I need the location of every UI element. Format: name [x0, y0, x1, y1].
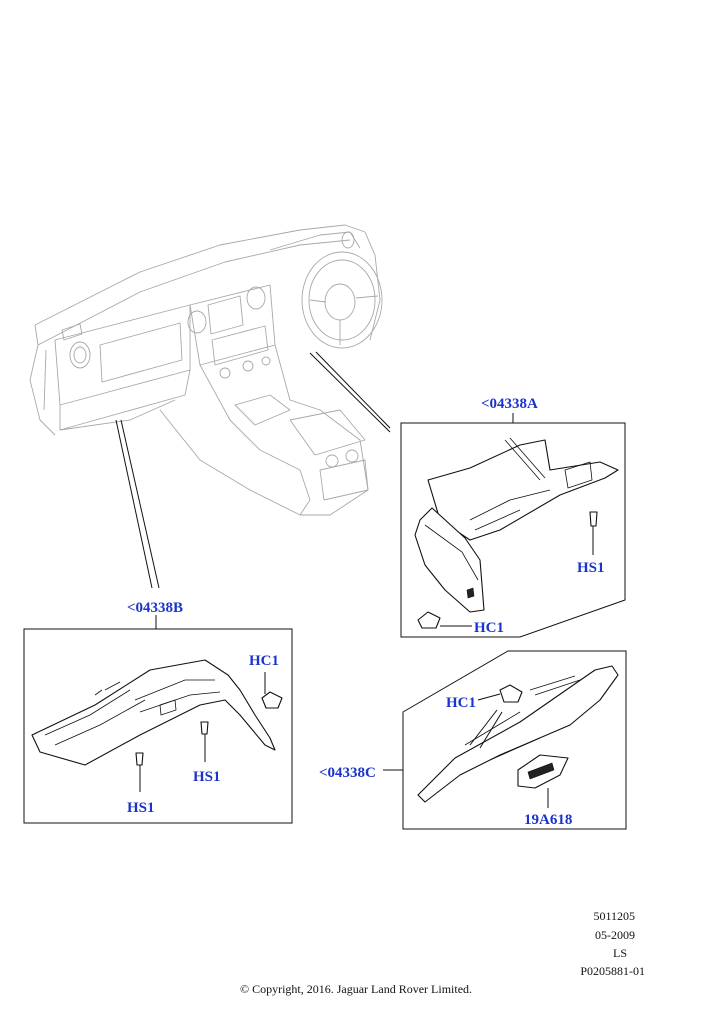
callout-c-hc1[interactable]: HC1: [446, 695, 476, 711]
callout-assembly-c[interactable]: <04338C: [319, 765, 376, 781]
callout-assembly-a[interactable]: <04338A: [481, 396, 538, 412]
assembly-c-frame: [402, 650, 627, 830]
callout-assembly-b[interactable]: <04338B: [127, 600, 183, 616]
leader-a: [309, 351, 391, 433]
callout-a-hs1[interactable]: HS1: [577, 560, 605, 576]
callout-c-latch[interactable]: 19A618: [524, 812, 572, 828]
reference-number: 5011205: [593, 909, 635, 923]
reference-code: LS: [613, 946, 627, 960]
callout-a-hc1[interactable]: HC1: [474, 620, 504, 636]
reference-block: 5011205 05-2009 LS P0205881-01: [580, 909, 645, 978]
assembly-a-frame: [400, 422, 626, 638]
assembly-b-frame: [23, 628, 293, 824]
callout-b-hs1-right[interactable]: HS1: [193, 769, 221, 785]
assembly-c-group: [383, 650, 627, 830]
reference-date: 05-2009: [595, 928, 635, 942]
callout-b-hs1-left[interactable]: HS1: [127, 800, 155, 816]
callout-b-hc1[interactable]: HC1: [249, 653, 279, 669]
assembly-a-group: [400, 413, 626, 638]
dashboard-overview: [29, 224, 383, 516]
leader-b: [115, 419, 160, 589]
reference-illustration-id: P0205881-01: [580, 964, 645, 978]
copyright-notice: © Copyright, 2016. Jaguar Land Rover Lim…: [240, 982, 472, 996]
assembly-b-group: [23, 615, 293, 824]
